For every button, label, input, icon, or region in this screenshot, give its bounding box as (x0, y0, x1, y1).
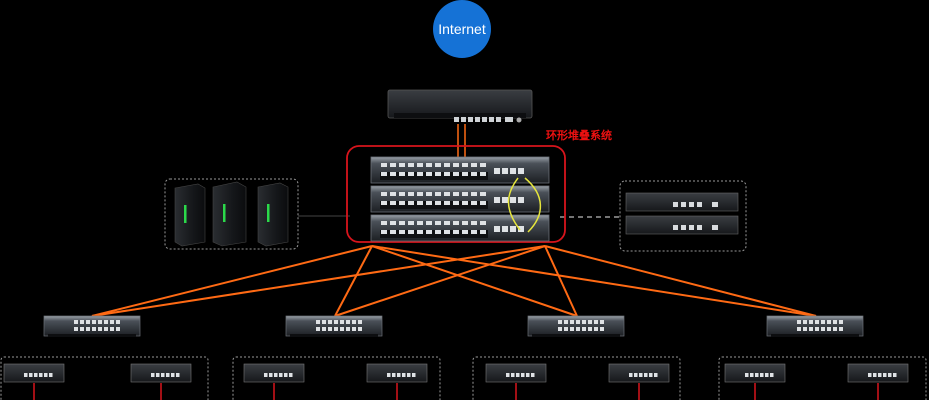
access-switch-6 (608, 363, 670, 400)
access-switch-5 (485, 363, 547, 400)
access-group-2 (232, 356, 441, 400)
storage-device-1 (625, 192, 739, 212)
core-switch-2 (370, 185, 550, 213)
server-group (164, 178, 299, 250)
core-switch-stack (370, 156, 550, 242)
access-switch-3 (243, 363, 305, 400)
access-switch-2 (130, 363, 192, 400)
aggregation-switch-3 (527, 315, 625, 337)
aggregation-switch-4 (766, 315, 864, 337)
server-rack-3 (257, 182, 289, 247)
stack-system-label: 环形堆叠系统 (546, 128, 612, 142)
access-switch-4 (366, 363, 428, 400)
internet-circle (433, 0, 491, 58)
storage-device-2 (625, 215, 739, 235)
access-group-4 (718, 356, 927, 400)
aggregation-switch-2 (285, 315, 383, 337)
access-group-3 (472, 356, 681, 400)
internet-node: Internet (433, 0, 491, 58)
stacking-cable (524, 177, 542, 233)
stacking-cable (507, 177, 521, 231)
access-switch-7 (724, 363, 786, 400)
access-group-1 (0, 356, 209, 400)
access-switch-8 (847, 363, 909, 400)
internet-label: Internet (438, 21, 486, 37)
distribution-links (91, 245, 817, 317)
server-rack-2 (212, 181, 247, 247)
access-switch-1 (3, 363, 65, 400)
stack-system-frame (346, 145, 566, 243)
access-layer (0, 356, 927, 400)
router-device (387, 89, 533, 123)
server-rack-1 (174, 183, 206, 247)
storage-group (619, 180, 747, 252)
aggregation-layer (43, 315, 864, 337)
aggregation-switch-1 (43, 315, 141, 337)
